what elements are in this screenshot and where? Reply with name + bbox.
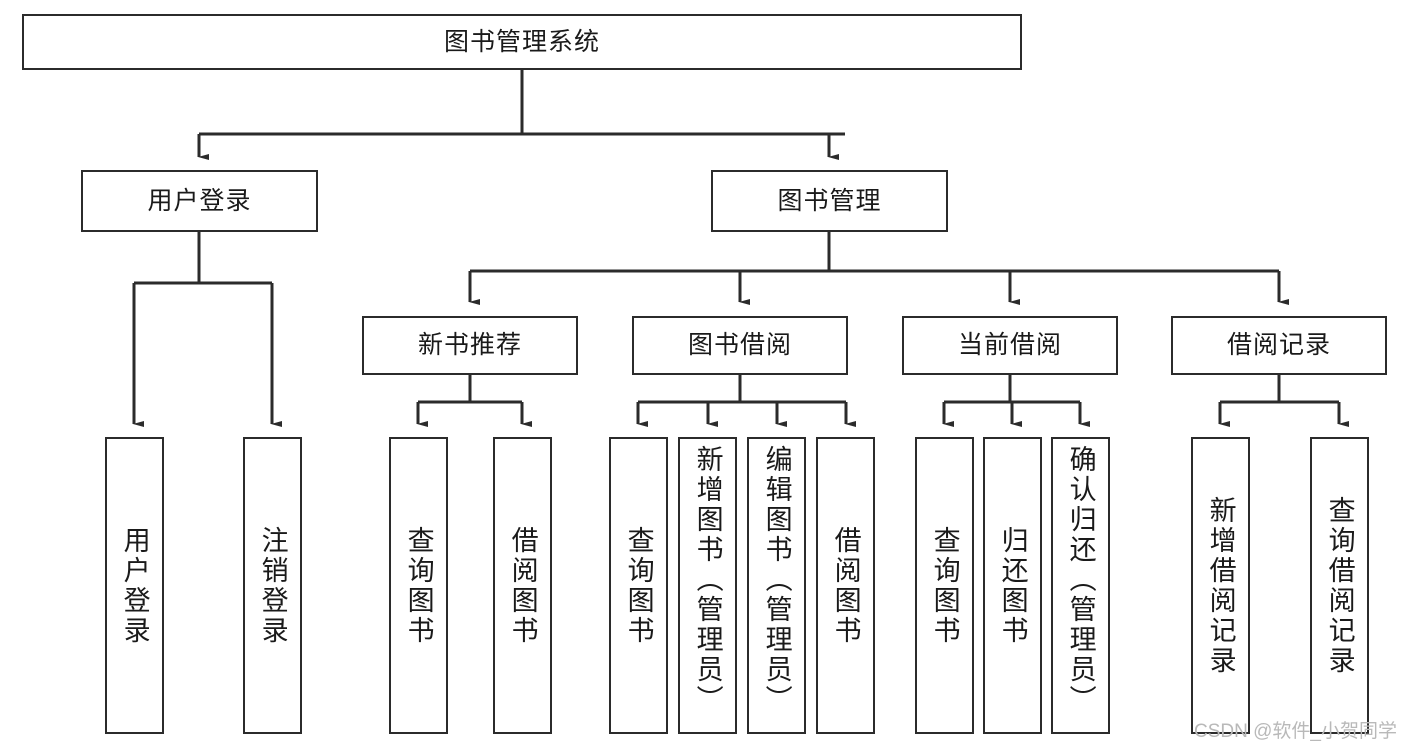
node-label: 用户登录	[147, 186, 252, 215]
node-label: 借阅图书	[507, 525, 538, 646]
node-label: 确认归还（管理员）	[1065, 445, 1096, 715]
node-label: 查询图书	[623, 525, 654, 646]
node-borrow-record[interactable]: 借阅记录	[1171, 316, 1387, 375]
node-label: 编辑图书（管理员）	[761, 445, 792, 715]
node-leaf-borrow-book-recommend[interactable]: 借阅图书	[493, 437, 552, 734]
node-label: 新增借阅记录	[1205, 495, 1236, 676]
node-leaf-borrow-book[interactable]: 借阅图书	[816, 437, 875, 734]
node-book-borrow[interactable]: 图书借阅	[632, 316, 848, 375]
node-user-login[interactable]: 用户登录	[81, 170, 318, 232]
node-leaf-query-book-borrow[interactable]: 查询图书	[609, 437, 668, 734]
node-label: 图书借阅	[687, 331, 792, 360]
node-label: 新书推荐	[417, 331, 522, 360]
node-leaf-query-borrow-record[interactable]: 查询借阅记录	[1310, 437, 1369, 734]
node-leaf-query-book-recommend[interactable]: 查询图书	[389, 437, 448, 734]
node-label: 新增图书（管理员）	[692, 445, 723, 715]
node-label: 借阅记录	[1226, 331, 1331, 360]
node-label: 查询图书	[929, 525, 960, 646]
node-label: 查询借阅记录	[1324, 495, 1355, 676]
watermark: CSDN @软件_小贺同学	[1194, 721, 1397, 742]
node-label: 当前借阅	[957, 331, 1062, 360]
node-label: 注销登录	[257, 525, 288, 646]
node-label: 查询图书	[403, 525, 434, 646]
node-leaf-query-book-current[interactable]: 查询图书	[915, 437, 974, 734]
node-new-book-recommend[interactable]: 新书推荐	[362, 316, 578, 375]
node-leaf-return-book[interactable]: 归还图书	[983, 437, 1042, 734]
node-leaf-edit-book-admin[interactable]: 编辑图书（管理员）	[747, 437, 806, 734]
node-current-borrow[interactable]: 当前借阅	[902, 316, 1118, 375]
node-label: 用户登录	[119, 525, 150, 646]
node-leaf-confirm-return-admin[interactable]: 确认归还（管理员）	[1051, 437, 1110, 734]
node-leaf-logout[interactable]: 注销登录	[243, 437, 302, 734]
node-label: 图书管理系统	[443, 27, 600, 56]
node-root-system[interactable]: 图书管理系统	[22, 14, 1022, 70]
node-leaf-add-book-admin[interactable]: 新增图书（管理员）	[678, 437, 737, 734]
node-label: 图书管理	[777, 186, 882, 215]
node-leaf-user-login[interactable]: 用户登录	[105, 437, 164, 734]
node-label: 借阅图书	[830, 525, 861, 646]
node-label: 归还图书	[997, 525, 1028, 646]
node-leaf-add-borrow-record[interactable]: 新增借阅记录	[1191, 437, 1250, 734]
node-book-management[interactable]: 图书管理	[711, 170, 948, 232]
